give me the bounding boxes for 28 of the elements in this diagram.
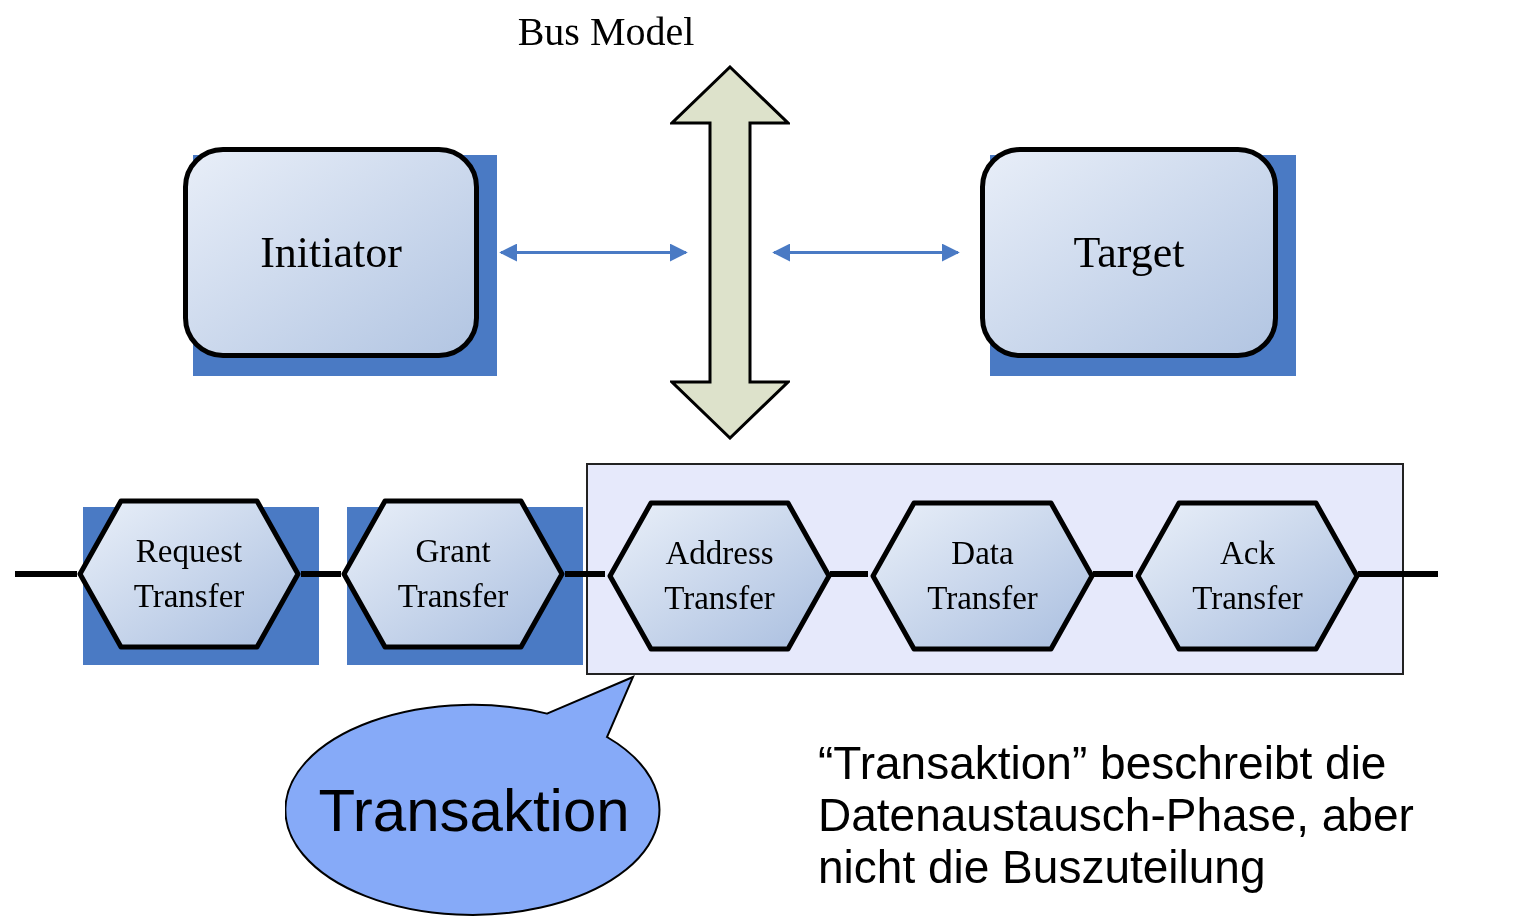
bus-line [15,571,77,577]
hexagon-step [77,498,301,650]
double-arrow-connector [499,243,688,262]
bus-line [301,571,341,577]
node-label: Ack Transfer [1191,534,1304,618]
node-label: Address Transfer [663,534,776,618]
bus-line [1358,571,1438,577]
node-label: Transaktion [318,776,630,846]
node-label: Data Transfer [926,534,1039,618]
bus-line [565,571,605,577]
hexagon-step [870,500,1095,652]
hexagon-step [341,498,565,650]
double-arrow-connector [772,243,960,262]
note-text: “Transaktion” beschreibt die Datenaustausch-Phase, aber nicht die Buszuteilung [818,738,1415,894]
hexagon-step [607,500,832,652]
node-label: Initiator [260,226,402,279]
speech-bubble [285,675,663,917]
node-label: Grant Transfer [396,532,510,616]
bus-line [1093,571,1133,577]
node-label: Request Transfer [132,532,246,616]
double-arrow [670,65,790,440]
bus-line [830,571,868,577]
rounded-box [183,147,479,358]
title: Bus Model [516,8,696,56]
hexagon-step [1135,500,1360,652]
node-label: Target [1073,226,1185,279]
rounded-box [980,147,1278,358]
group-frame [586,463,1404,675]
